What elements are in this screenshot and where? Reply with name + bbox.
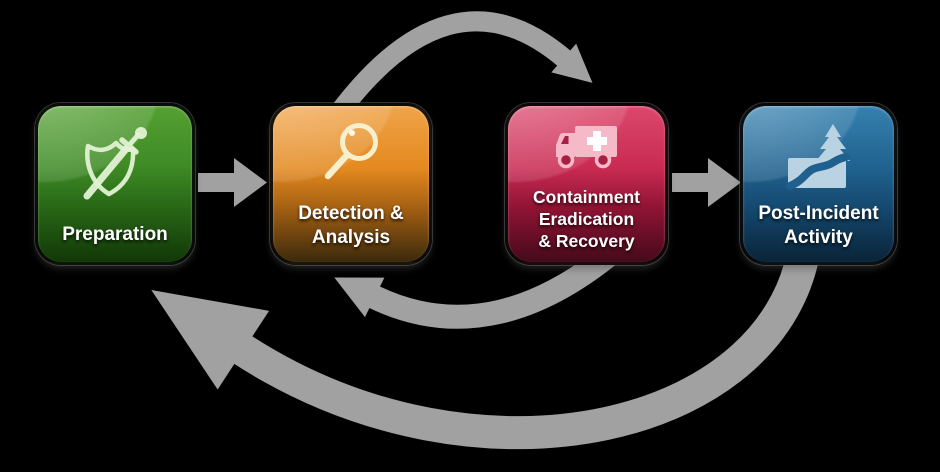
arrow-containment-to-postincident — [672, 158, 741, 207]
step-label: Post-Incident Activity — [758, 202, 878, 250]
step-label: Preparation — [62, 223, 168, 247]
arrow-preparation-to-detection — [198, 158, 267, 207]
shield-sword-icon — [38, 106, 192, 223]
step-label: Containment Eradication & Recovery — [533, 186, 640, 252]
step-label-line: Preparation — [62, 224, 168, 246]
magnifier-icon — [273, 106, 429, 202]
ambulance-icon — [508, 106, 665, 186]
step-label-line: & Recovery — [538, 230, 635, 251]
landscape-road-icon — [743, 106, 894, 202]
step-label-line: Activity — [784, 227, 853, 249]
step-preparation: Preparation — [35, 103, 195, 265]
step-label-line: Post-Incident — [758, 203, 879, 225]
step-label-line: Detection & — [298, 203, 404, 225]
step-label-line: Containment — [533, 186, 640, 207]
step-containment-eradication-recovery: Containment Eradication & Recovery — [505, 103, 668, 265]
arc-detection-to-containment — [321, 11, 593, 131]
arc-postincident-to-preparation — [151, 233, 823, 450]
step-label-line: Analysis — [311, 227, 391, 249]
step-post-incident-activity: Post-Incident Activity — [740, 103, 897, 265]
step-label: Detection & Analysis — [298, 202, 404, 250]
step-detection-analysis: Detection & Analysis — [270, 103, 432, 265]
step-label-line: Eradication — [538, 208, 635, 229]
